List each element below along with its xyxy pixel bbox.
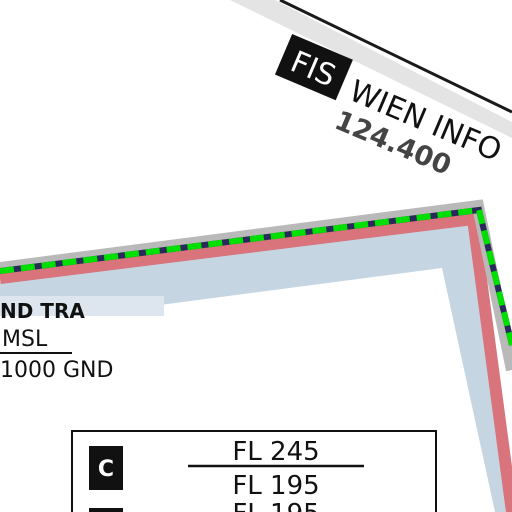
restricted-buffer-line [0,212,512,512]
next-class-badge [89,508,123,512]
class-badge-text: C [98,457,114,482]
class-badge [89,446,123,490]
next-airspace-upper-limit: FL 195 [232,499,319,512]
fis-badge [274,33,353,101]
airspace-lower-limit: FL 195 [232,471,319,501]
tra-upper-limit: MSL [2,327,48,352]
boundary-shadow [0,199,512,372]
tra-name: ND TRA [0,299,85,323]
airspace-boundary-band [0,218,512,512]
chart-edge-shadow [230,0,512,138]
tra-lower-limit: 1000 GND [0,358,113,383]
airspace-upper-limit: FL 245 [232,437,319,467]
chart-edge-line [279,0,512,114]
airspace-limits-box [71,430,437,512]
tra-label-background [0,296,164,316]
fir-boundary-dashed [0,206,512,346]
